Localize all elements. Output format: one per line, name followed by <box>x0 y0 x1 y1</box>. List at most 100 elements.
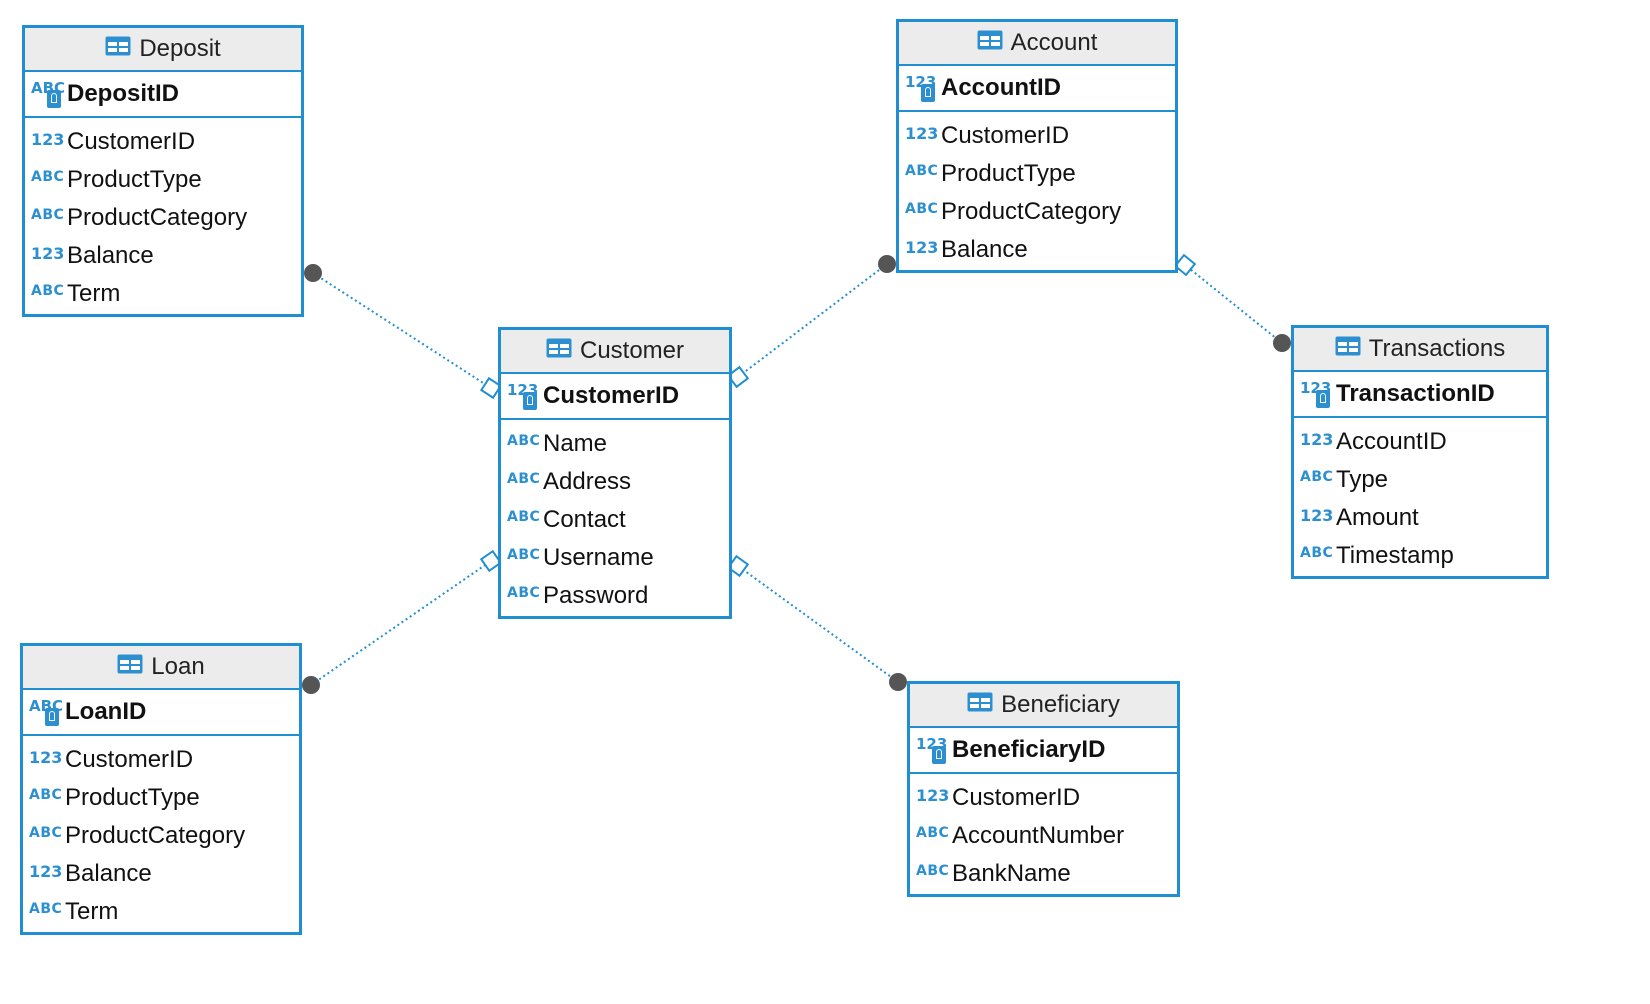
attribute-name: Timestamp <box>1336 542 1454 569</box>
primary-key-name: BeneficiaryID <box>952 736 1106 763</box>
attribute-name: Balance <box>941 236 1028 263</box>
key-icon <box>523 392 537 410</box>
relationship-deposit-customer[interactable] <box>304 264 503 400</box>
entity-header[interactable]: Deposit <box>25 28 301 72</box>
table-icon <box>1335 335 1361 363</box>
table-icon <box>117 653 143 681</box>
attribute-name: ProductType <box>941 160 1076 187</box>
primary-key-name: LoanID <box>65 698 147 725</box>
one-end-marker <box>479 376 503 400</box>
text-type-icon: ABC <box>507 547 541 563</box>
text-type-icon: ABC <box>507 585 541 601</box>
attribute-name: ProductType <box>67 166 202 193</box>
primary-key-icon: 123 <box>507 381 543 411</box>
attribute-name: Contact <box>543 506 626 533</box>
primary-key-icon: 123 <box>916 735 952 765</box>
attribute-name: CustomerID <box>65 746 194 773</box>
text-type-icon: ABC <box>916 825 950 841</box>
primary-key-icon: 123 <box>905 73 941 103</box>
text-type-icon: ABC <box>31 283 65 299</box>
table-icon <box>967 691 993 719</box>
many-end-marker <box>889 673 907 691</box>
attribute-name: Balance <box>65 860 152 887</box>
many-end-marker <box>1273 334 1291 352</box>
entity-header[interactable]: Beneficiary <box>910 684 1177 728</box>
relationship-loan-customer[interactable] <box>302 549 503 694</box>
text-type-icon: ABC <box>1300 545 1334 561</box>
one-end-marker <box>726 365 750 389</box>
entity-header[interactable]: Account <box>899 22 1175 66</box>
attribute-name: CustomerID <box>67 128 196 155</box>
table-icon <box>546 337 572 365</box>
key-icon <box>45 708 59 726</box>
entity-header[interactable]: Loan <box>23 646 299 690</box>
text-type-icon: ABC <box>31 169 65 185</box>
numeric-type-icon: 123 <box>29 747 63 767</box>
relationship-account-customer[interactable] <box>726 255 896 389</box>
numeric-type-icon: 123 <box>1300 429 1334 449</box>
entity-header[interactable]: Customer <box>501 330 729 374</box>
connector-line <box>312 272 492 389</box>
key-icon <box>932 746 946 764</box>
connector-line <box>737 565 899 683</box>
relationship-beneficiary-customer[interactable] <box>726 554 907 691</box>
attribute-name: Balance <box>67 242 154 269</box>
one-end-marker <box>726 554 750 578</box>
attribute-name: AccountID <box>1336 428 1447 455</box>
key-icon <box>1316 390 1330 408</box>
attribute-name: Amount <box>1336 504 1419 531</box>
attribute-name: Type <box>1336 466 1389 493</box>
relationship-transactions-account[interactable] <box>1173 253 1291 352</box>
one-end-marker <box>1173 253 1197 277</box>
entity-name: Beneficiary <box>1001 691 1120 718</box>
attribute-name: Term <box>67 280 121 307</box>
primary-key-name: AccountID <box>941 74 1061 101</box>
attribute-name: Name <box>543 430 608 457</box>
entity-header[interactable]: Transactions <box>1294 328 1546 372</box>
attribute-name: Password <box>543 582 649 609</box>
many-end-marker <box>304 264 322 282</box>
